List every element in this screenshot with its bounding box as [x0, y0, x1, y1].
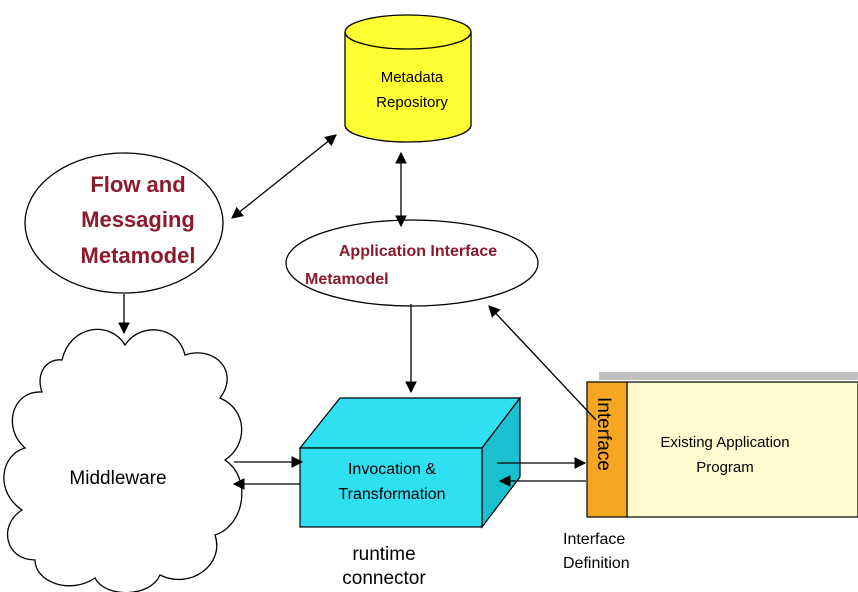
interface-definition-line1: Interface: [563, 531, 625, 548]
program-label-line1: Existing Application: [660, 434, 789, 451]
flow-messaging-metamodel: Flow and Messaging Metamodel: [24, 152, 224, 294]
runtime-connector-box: Invocation & Transformation: [298, 396, 522, 529]
connector-label-line2: Transformation: [339, 486, 446, 503]
middleware-cloud: Middleware: [3, 328, 243, 592]
interface-strip: Interface: [586, 381, 628, 518]
existing-application-program: Existing Application Program: [599, 372, 858, 518]
app-interface-metamodel-line2: Metamodel: [305, 271, 389, 288]
metadata-repository-cylinder: Metadata Repository: [344, 14, 472, 143]
runtime-caption: runtime: [352, 544, 415, 565]
flow-metamodel-line3: Metamodel: [81, 243, 196, 268]
repository-flow-arrow: [231, 134, 337, 219]
application-interface-metamodel: Application Interface Metamodel: [285, 219, 539, 307]
interface-label: Interface: [593, 397, 614, 471]
program-shadow: [599, 372, 858, 380]
connector-caption: connector: [342, 568, 426, 589]
program-label-line2: Program: [696, 459, 754, 476]
interface-to-app-interface-arrow: [488, 305, 597, 421]
repository-label-line2: Repository: [376, 94, 448, 111]
repository-label-line1: Metadata: [381, 69, 444, 86]
flow-metamodel-line2: Messaging: [81, 207, 195, 232]
app-interface-metamodel-line1: Application Interface: [339, 243, 497, 260]
connector-label-line1: Invocation &: [348, 461, 436, 478]
interface-definition-line2: Definition: [563, 555, 630, 572]
middleware-label: Middleware: [69, 468, 166, 489]
flow-metamodel-line1: Flow and: [90, 172, 185, 197]
